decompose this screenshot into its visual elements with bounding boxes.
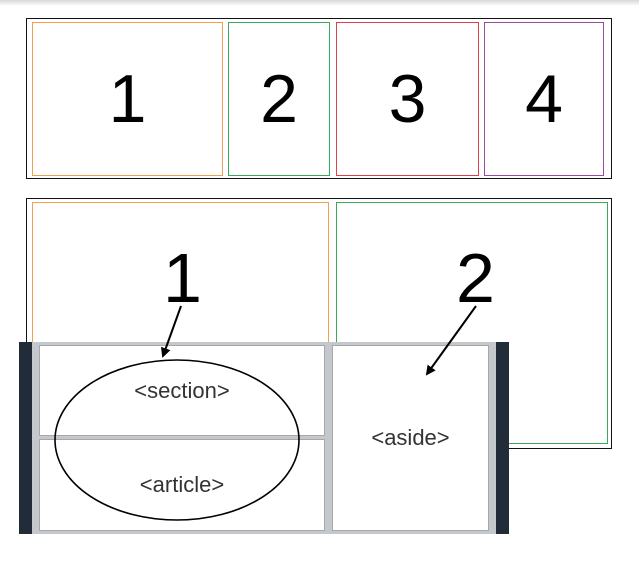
aside-label: <aside> <box>371 425 450 450</box>
article-label: <article> <box>139 472 225 497</box>
section-box: <section> <box>39 345 325 436</box>
aside-box: <aside> <box>332 345 489 531</box>
section-label: <section> <box>134 377 230 403</box>
panel-left-bar <box>19 342 32 534</box>
column-4-label: 4 <box>525 61 563 137</box>
arrow-to-section-article <box>161 305 182 358</box>
callout-number-2: 2 <box>456 239 495 317</box>
column-2-label: 2 <box>260 61 298 137</box>
column-4: 4 <box>484 22 604 176</box>
column-1-label: 1 <box>108 61 147 137</box>
arrow-to-aside <box>425 305 477 376</box>
callout-number-1: 1 <box>163 239 202 317</box>
column-2: 2 <box>228 22 330 176</box>
column-3: 3 <box>336 22 479 176</box>
top-divider <box>0 0 639 6</box>
column-1: 1 <box>32 22 223 176</box>
highlight-ellipse <box>54 359 300 521</box>
layout-row-four-columns <box>26 18 612 179</box>
panel-right-bar <box>496 342 509 534</box>
column-3-label: 3 <box>388 61 427 137</box>
